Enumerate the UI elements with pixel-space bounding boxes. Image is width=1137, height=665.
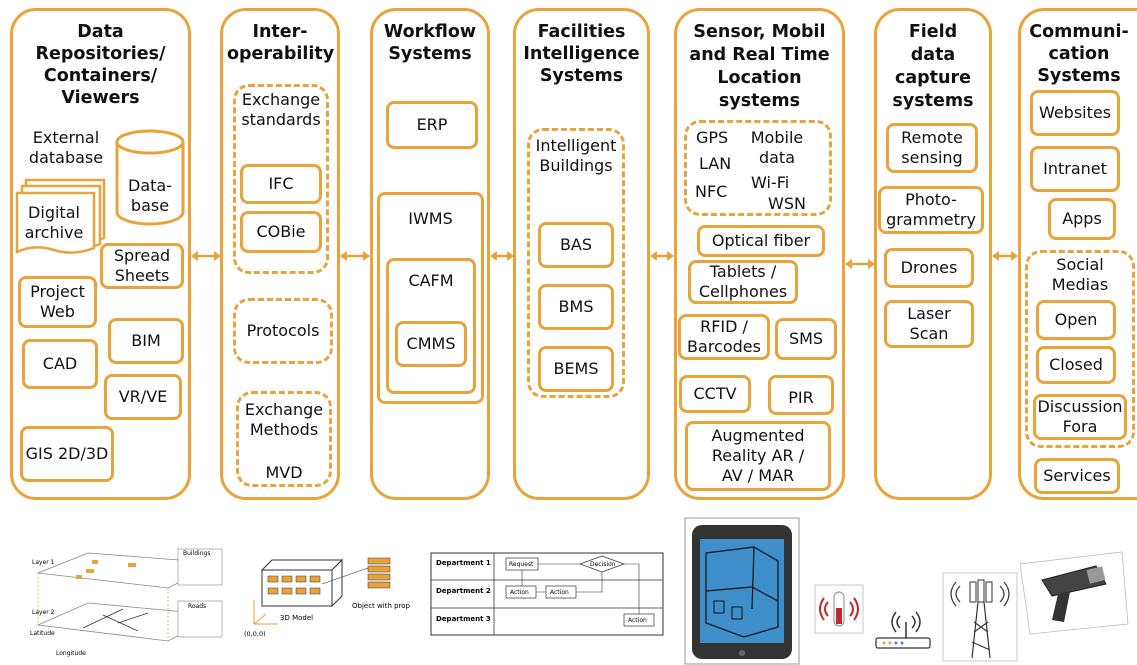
discussion-fora-box: Discussion Fora [1033,394,1127,440]
ifc-box: IFC [240,164,322,204]
gis-buildings-text: Buildings [183,550,210,557]
intelligent-buildings-group [527,128,625,398]
erp-box: ERP [386,101,478,149]
protocols-group [233,298,333,364]
column-title: Sensor, Mobil and Real Time Location sys… [689,22,830,111]
drones-box: Drones [884,248,974,288]
column-title: Workflow Systems [383,22,477,64]
protocols-label: Protocols [246,321,320,340]
open-box: Open [1036,300,1116,340]
column-title: Facilities Intelligence Systems [523,22,640,86]
bems-box: BEMS [538,346,614,392]
antenna-tower-icon [942,572,1018,662]
gis-box: GIS 2D/3D [20,426,114,482]
sensor-icon [814,584,864,634]
laser-scanner-icon [1019,551,1129,635]
gis-longitude-text: Longitude [56,650,86,657]
cad-box: CAD [22,339,98,389]
remote-sensing-box: Remote sensing [886,123,978,173]
double-arrow-icon [992,251,1018,261]
double-arrow-icon [845,259,875,269]
gis-roads-text: Roads [188,603,206,610]
double-arrow-icon [490,251,514,261]
gis-latitude-text: Latitude [30,630,55,637]
action-text: Action [510,589,529,596]
augmented-reality-box: Augmented Reality AR / AV / MAR [685,421,831,491]
gis-layer1-text: Layer 1 [32,559,55,566]
closed-box: Closed [1036,346,1116,384]
dept3-text: Department 3 [436,615,491,623]
database-cylinder-icon [115,129,185,226]
websites-box: Websites [1030,90,1120,136]
action-text: Action [550,589,569,596]
origin-text: (0,0,0) [244,630,266,638]
gis-layer2-text: Layer 2 [32,609,55,616]
bms-box: BMS [538,284,614,330]
mvd-label: MVD [265,463,303,482]
lan-label: LAN [699,154,732,173]
exchange-standards-group [233,84,329,274]
column-title: Inter- operability [227,22,335,64]
column-title: Field data capture systems [892,22,974,111]
dept1-text: Department 1 [436,559,491,567]
iwms-label: IWMS [408,209,453,228]
project-web-box: Project Web [18,276,97,328]
exchange-standards-label: Exchange standards [241,90,321,129]
action-text: Action [628,617,647,624]
wsn-label: WSN [768,194,806,213]
exchange-methods-label: Exchange Methods [244,400,324,439]
column-title: Data Repositories/ Containers/ Viewers [35,22,166,108]
digital-archive-icon [15,178,106,254]
model-label-text: 3D Model [280,614,313,622]
intelligent-buildings-label: Intelligent Buildings [535,136,617,175]
wireless-group [684,120,832,216]
double-arrow-icon [340,251,370,261]
sms-box: SMS [775,318,837,360]
vr-ve-box: VR/VE [104,374,182,420]
external-database-label: External database [28,128,104,167]
request-text: Request [509,561,534,568]
column-title: Communi- cation Systems [1029,22,1129,86]
decision-text: Decision [590,561,616,568]
3d-model-illustration: 3D Model Object with properties (0,0,0) [244,557,410,638]
laser-scan-box: Laser Scan [884,300,974,348]
tablets-box: Tablets / Cellphones [688,260,798,304]
digital-archive-label: Digital archive [24,203,84,242]
bim-box: BIM [108,318,184,364]
object-label-text: Object with properties [352,602,410,610]
double-arrow-icon [191,251,221,261]
gis-layers-illustration: Layer 1 Layer 2 Buildings Roads Latitude… [30,548,223,657]
cmms-box: CMMS [395,321,467,367]
cobie-box: COBie [240,211,322,253]
tablet-icon [684,517,800,665]
spread-sheets-box: Spread Sheets [100,243,184,289]
exchange-methods-group [236,391,332,487]
workflow-swimlane-illustration: Department 1 Department 2 Department 3 R… [430,552,664,636]
social-medias-group [1025,250,1135,448]
router-icon [875,611,931,649]
cctv-box: CCTV [679,375,751,413]
apps-box: Apps [1048,198,1116,240]
cafm-label: CAFM [408,271,454,290]
pir-box: PIR [768,375,834,415]
social-medias-label: Social Medias [1051,255,1109,294]
database-label: Data- base [128,176,172,215]
intranet-box: Intranet [1030,146,1120,192]
double-arrow-icon [650,251,674,261]
mobile-data-label: Mobile data [750,128,804,167]
wifi-label: Wi-Fi [751,173,790,192]
nfc-label: NFC [695,182,728,201]
gps-label: GPS [696,128,729,147]
services-box: Services [1034,458,1120,494]
optical-fiber-box: Optical fiber [697,225,825,257]
rfid-box: RFID / Barcodes [678,314,770,360]
photogrammetry-box: Photo- grammetry [878,186,984,234]
bas-box: BAS [538,222,614,268]
dept2-text: Department 2 [436,587,491,595]
